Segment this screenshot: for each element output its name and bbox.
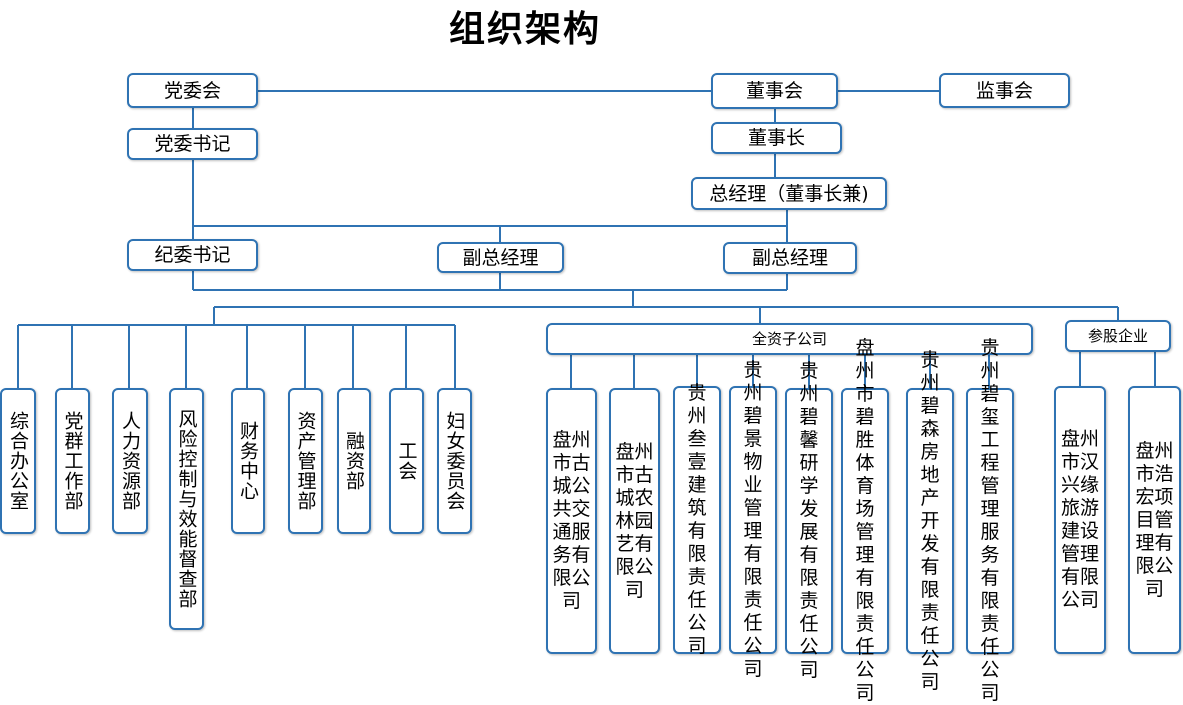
chairman-box: 董事长 xyxy=(711,122,842,154)
general-manager-box: 总经理（董事长兼) xyxy=(691,177,887,210)
equity-header: 参股企业 xyxy=(1065,320,1171,352)
board-box: 董事会 xyxy=(711,73,838,109)
department-box: 人力资源部 xyxy=(112,388,148,534)
department-box: 融资部 xyxy=(337,388,371,534)
supervisory-board-box: 监事会 xyxy=(939,73,1070,108)
department-box: 资产管理部 xyxy=(288,388,323,534)
department-box: 党群工作部 xyxy=(55,388,90,534)
subsidiary-box: 贵州碧馨研学发展有限责任公司 xyxy=(785,360,833,681)
connector-lines xyxy=(17,90,1156,388)
department-box: 综合办公室 xyxy=(0,388,36,534)
subsidiary-box: 盘州市古城公共交通服务有限公司 xyxy=(546,388,597,654)
equity-company-box: 盘州市浩宏项目管理有限公司 xyxy=(1128,386,1181,654)
page-title: 组织架构 xyxy=(448,9,601,50)
party-secretary-box: 党委书记 xyxy=(127,128,258,160)
department-box: 财务中心 xyxy=(231,388,265,534)
department-box: 风险控制与效能督查部 xyxy=(169,388,204,630)
department-box: 妇女委员会 xyxy=(437,388,472,534)
subsidiary-box: 盘州市碧胜体育场管理有限责任公司 xyxy=(841,337,889,704)
subsidiary-box: 贵州碧景物业管理有限责任公司 xyxy=(729,359,777,680)
vice-gm-box-2: 副总经理 xyxy=(723,242,857,274)
subsidiary-box: 贵州碧森房地产开发有限责任公司 xyxy=(906,349,954,693)
subsidiary-box: 贵州叁壹建筑有限责任公司 xyxy=(673,382,721,657)
department-box: 工会 xyxy=(389,388,424,534)
wholly-owned-header: 全资子公司 xyxy=(546,323,1033,355)
discipline-secretary-box: 纪委书记 xyxy=(127,239,258,271)
equity-company-box: 盘州市汉兴缘旅游建设管理有限公司 xyxy=(1054,386,1106,654)
party-committee-box: 党委会 xyxy=(127,73,258,108)
subsidiary-box: 贵州碧玺工程管理服务有限责任公司 xyxy=(966,337,1014,704)
subsidiary-box: 盘州市古城农林园艺有限公司 xyxy=(609,388,660,654)
vice-gm-box-1: 副总经理 xyxy=(437,242,564,273)
